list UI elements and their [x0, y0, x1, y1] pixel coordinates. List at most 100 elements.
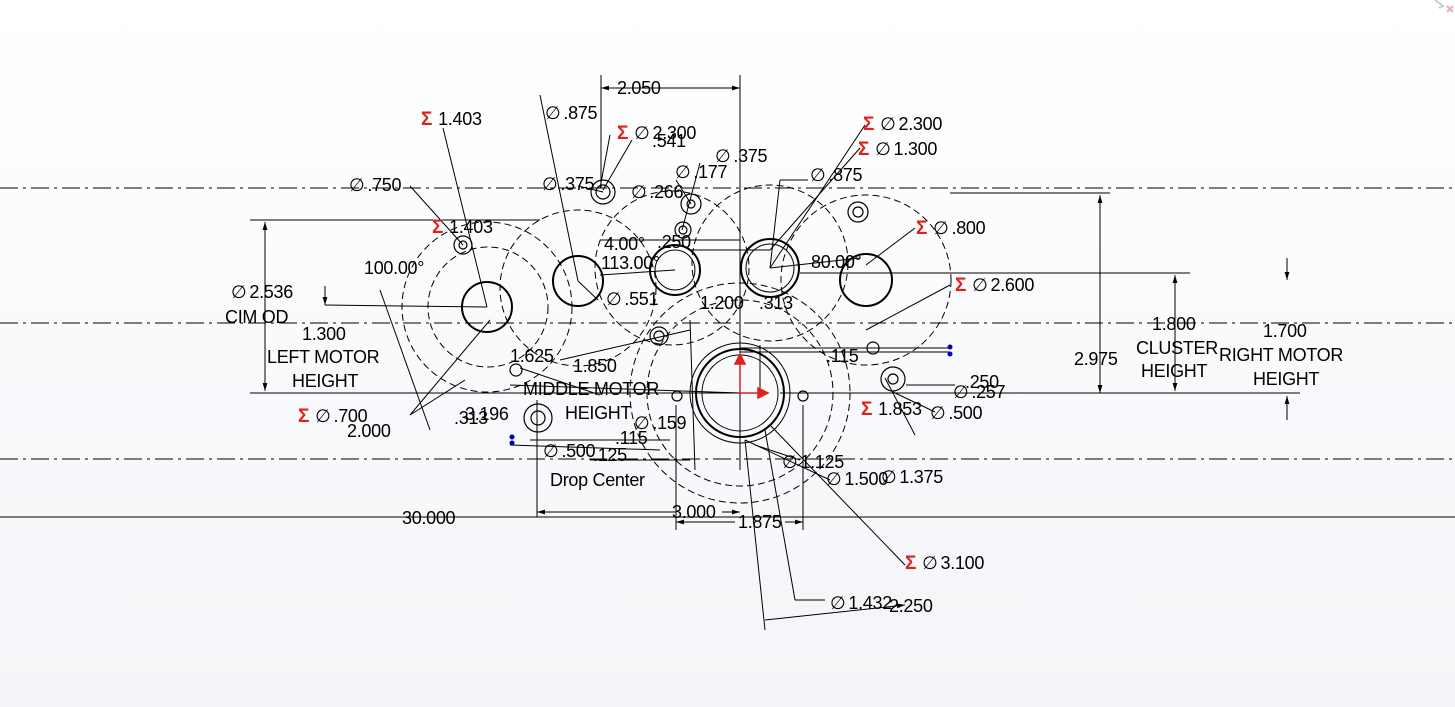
dim-dia-1300[interactable]: Σ∅1.300	[858, 139, 938, 160]
dim-angle-113[interactable]: 113.00°	[601, 253, 660, 273]
label-middle-motor[interactable]: MIDDLE MOTOR	[523, 379, 660, 399]
small-holes	[453, 179, 906, 433]
dim-dia-177[interactable]: ∅.177	[675, 162, 728, 182]
sigma-icon: Σ	[955, 275, 967, 296]
dim-2050[interactable]: 2.050	[617, 78, 661, 98]
dim-dia-257[interactable]: ∅.257	[953, 382, 1006, 402]
diameter-icon: ∅	[880, 114, 896, 134]
sigma-icon: Σ	[421, 109, 433, 130]
centerlines	[0, 187, 1455, 460]
dim-dia-2300-left[interactable]: Σ∅2.300	[617, 123, 697, 144]
diameter-icon: ∅	[606, 289, 622, 309]
diameter-icon: ∅	[953, 382, 969, 402]
diameter-icon: ∅	[675, 162, 691, 182]
dim-dia-375-mid[interactable]: ∅.375	[542, 174, 595, 194]
diameter-icon: ∅	[545, 103, 561, 123]
dim-dia-266[interactable]: ∅.266	[631, 182, 684, 202]
dim-dia-700[interactable]: Σ∅.700	[298, 406, 368, 427]
corner-triad-icon[interactable]	[1415, 0, 1455, 30]
label-middle-height[interactable]: HEIGHT	[565, 403, 632, 423]
sigma-icon: Σ	[905, 553, 917, 574]
dim-313-mid[interactable]: .313	[759, 293, 793, 313]
sketch-points[interactable]	[509, 344, 953, 446]
dim-1850[interactable]: 1.850	[573, 356, 617, 376]
dim-dia-1432[interactable]: ∅1.432	[830, 593, 892, 613]
origin-arrows	[733, 352, 770, 400]
dim-dia-1125[interactable]: ∅1.125	[782, 452, 844, 472]
dim-1625[interactable]: 1.625	[510, 346, 554, 366]
diameter-icon: ∅	[631, 182, 647, 202]
dim-2975[interactable]: 2.975	[1074, 349, 1118, 369]
dim-125[interactable]: .125	[593, 445, 627, 465]
label-left-motor[interactable]: LEFT MOTOR	[267, 347, 380, 367]
label-right-height[interactable]: HEIGHT	[1253, 369, 1320, 389]
dim-dia-1375[interactable]: ∅1.375	[881, 467, 943, 487]
leader-lines	[250, 75, 1455, 631]
sigma-icon: Σ	[861, 399, 873, 420]
dim-541[interactable]: .541	[652, 131, 686, 151]
dim-dia-159[interactable]: ∅.159	[634, 413, 687, 433]
sigma-icon: Σ	[432, 217, 444, 238]
dim-1700[interactable]: 1.700	[1263, 321, 1307, 341]
dim-dia-875-left[interactable]: ∅.875	[545, 103, 598, 123]
dim-250-right[interactable]: .250	[965, 372, 999, 392]
dim-dia-750[interactable]: ∅.750	[349, 175, 402, 195]
dim-115-bottom[interactable]: .115	[615, 428, 648, 448]
label-cim-od[interactable]: CIM OD	[225, 307, 289, 327]
dim-dia-3100[interactable]: Σ∅3.100	[905, 553, 985, 574]
dim-1300-left[interactable]: 1.300	[302, 324, 346, 344]
dim-dia-800[interactable]: Σ∅.800	[916, 218, 986, 239]
dim-250-top[interactable]: .250	[657, 232, 691, 252]
dim-dia-1500[interactable]: ∅1.500	[826, 469, 888, 489]
dim-1200[interactable]: 1.200	[700, 293, 744, 313]
dim-dia-875-right[interactable]: ∅.875	[810, 165, 863, 185]
dim-angle-4[interactable]: 4.00°	[604, 234, 645, 254]
diameter-icon: ∅	[826, 469, 842, 489]
label-left-height[interactable]: HEIGHT	[292, 371, 359, 391]
sigma-icon: Σ	[916, 218, 928, 239]
dim-313-left[interactable]: .313	[454, 408, 488, 428]
diameter-icon: ∅	[542, 174, 558, 194]
dim-3196[interactable]: 3.196	[465, 404, 509, 424]
dim-1875[interactable]: 1.875	[738, 512, 782, 532]
sigma-icon: Σ	[863, 114, 875, 135]
dim-30000[interactable]: 30.000	[402, 508, 456, 528]
label-right-motor[interactable]: RIGHT MOTOR	[1219, 345, 1344, 365]
dim-dia-551[interactable]: ∅.551	[606, 289, 659, 309]
diameter-icon: ∅	[715, 146, 731, 166]
dim-dia-375-top[interactable]: ∅.375	[715, 146, 768, 166]
diameter-icon: ∅	[231, 282, 247, 302]
diameter-icon: ∅	[782, 452, 798, 472]
dim-1800[interactable]: 1.800	[1152, 314, 1196, 334]
sigma-icon: Σ	[298, 406, 310, 427]
diameter-icon: ∅	[543, 441, 559, 461]
label-drop-center[interactable]: Drop Center	[550, 470, 645, 490]
diameter-icon: ∅	[315, 406, 331, 426]
dim-dia-2300-right[interactable]: Σ∅2.300	[863, 114, 943, 135]
dim-2000[interactable]: 2.000	[347, 421, 391, 441]
diameter-icon: ∅	[930, 403, 946, 423]
diameter-icon: ∅	[922, 553, 938, 573]
diameter-icon: ∅	[881, 467, 897, 487]
diameter-icon: ∅	[972, 275, 988, 295]
dim-dia-500-right[interactable]: ∅.500	[930, 403, 983, 423]
dim-angle-100[interactable]: 100.00°	[364, 258, 425, 278]
dim-angle-80[interactable]: 80.00°	[811, 252, 862, 272]
dim-3000[interactable]: 3.000	[672, 502, 716, 522]
diameter-icon: ∅	[830, 593, 846, 613]
dim-dia-500-left[interactable]: ∅.500	[543, 441, 596, 461]
dim-dia-2536[interactable]: ∅2.536	[231, 282, 293, 302]
diameter-icon: ∅	[933, 218, 949, 238]
dim-2250[interactable]: 2.250	[889, 596, 933, 616]
diameter-icon: ∅	[875, 139, 891, 159]
label-cluster[interactable]: CLUSTER	[1136, 338, 1218, 358]
diameter-icon: ∅	[810, 165, 826, 185]
dim-115-top[interactable]: .115	[826, 346, 859, 366]
dim-dia-2600[interactable]: Σ∅2.600	[955, 275, 1035, 296]
label-cluster-height[interactable]: HEIGHT	[1141, 361, 1208, 381]
sigma-icon: Σ	[617, 123, 629, 144]
